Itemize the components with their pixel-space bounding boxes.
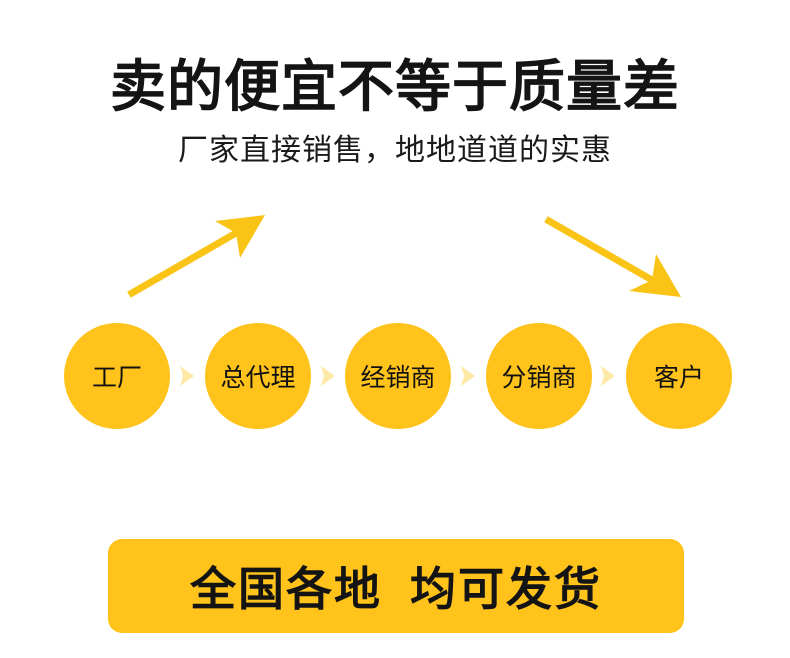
banner-part2: 均可发货	[410, 562, 602, 616]
step-factory: 工厂	[64, 323, 170, 429]
step-general-agent: 总代理	[205, 323, 311, 429]
step-sub-distributor: 分销商	[486, 323, 592, 429]
tagline: 厂家直接销售，地地道道的实惠	[178, 133, 612, 168]
banner-part1: 全国各地	[190, 562, 382, 616]
step-label: 分销商	[501, 363, 577, 392]
step-label: 客户	[653, 363, 704, 392]
down-right-arrow-icon	[544, 216, 681, 297]
shipping-banner: 全国各地均可发货	[108, 539, 684, 633]
chevron-right-icon	[321, 366, 335, 386]
chevron-right-icon	[461, 366, 475, 386]
chevron-right-icon	[180, 366, 194, 386]
step-label: 总代理	[220, 363, 296, 392]
chevron-right-icon	[601, 366, 615, 386]
step-distributor: 经销商	[345, 323, 451, 429]
banner-text: 全国各地均可发货	[190, 553, 602, 619]
step-label: 工厂	[91, 363, 142, 392]
step-customer: 客户	[626, 323, 732, 429]
headline: 卖的便宜不等于质量差	[110, 55, 680, 120]
step-label: 经销商	[360, 363, 436, 392]
up-right-arrow-icon	[127, 215, 265, 298]
